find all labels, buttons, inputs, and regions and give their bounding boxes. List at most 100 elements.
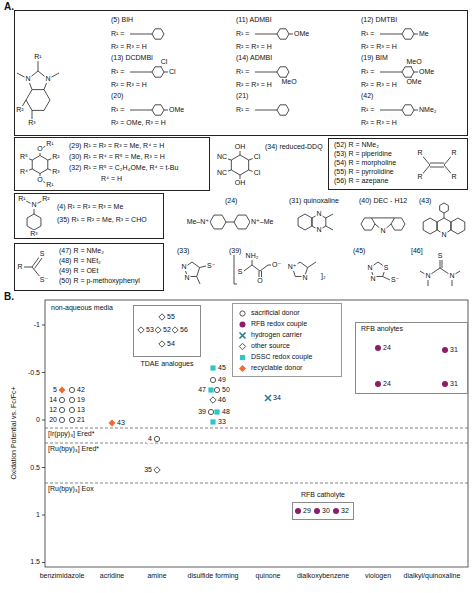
bond	[210, 215, 226, 229]
text-label: OH	[234, 143, 247, 151]
point-label: 20	[48, 416, 58, 424]
legend-swatch	[238, 320, 247, 329]
molecule-bonds	[17, 29, 465, 286]
bond	[430, 163, 444, 164]
point-label: 35	[143, 466, 153, 474]
data-marker	[59, 407, 64, 412]
node-text: R¹ =	[235, 106, 250, 114]
node-text: R⁴ = H	[100, 175, 123, 183]
text-label: -1	[33, 321, 41, 329]
node-text: (35) R¹ = R² = Me, R³ = CHO	[56, 216, 148, 224]
text-label: NC	[216, 153, 228, 161]
bond	[26, 90, 50, 111]
node-text: R¹	[45, 181, 54, 189]
text-label: viologen	[364, 572, 392, 580]
point-label: 12	[48, 406, 58, 414]
bond	[226, 222, 234, 223]
point-label: 21	[76, 416, 86, 424]
node-text: TDAE analogues	[140, 360, 195, 368]
node-text: S⁻	[39, 276, 49, 284]
point-label: 47	[197, 386, 207, 394]
bond	[152, 67, 164, 77]
text-label: non-aqueous media	[50, 304, 114, 312]
data-marker	[210, 377, 215, 382]
data-marker	[69, 407, 74, 412]
node-text: (50) R = p-methoxyphenyl	[58, 277, 141, 285]
bond	[35, 258, 43, 269]
text-label: Cl	[253, 169, 262, 177]
text-label: quinone	[255, 572, 282, 580]
bond	[402, 29, 414, 39]
text-label: N	[366, 264, 373, 272]
structure-box: R¹NR²R³(4) R¹ = R² = R³ = Me(35) R¹ = R²…	[14, 193, 164, 239]
point-label: 30	[321, 507, 331, 515]
bond	[444, 213, 445, 218]
bond	[380, 34, 402, 35]
bond	[244, 265, 268, 271]
text-label: Cl	[253, 153, 262, 161]
structure-box: NNR¹R²R³(5) BIHR¹ =R² = R³ = H(11) ADMBI…	[14, 10, 468, 136]
point-label: 33	[217, 418, 227, 426]
node-text: R¹ =	[235, 30, 250, 38]
bond	[231, 155, 248, 175]
bond	[152, 29, 164, 39]
data-marker	[59, 417, 64, 422]
node-text: (53) R = piperidine	[333, 150, 393, 158]
point-label: 55	[166, 313, 176, 321]
data-marker	[69, 417, 74, 422]
text-label: dialkyl/quinoxaline	[403, 572, 462, 580]
node-text: R⁴	[19, 168, 29, 176]
node-text: (14) ADMBI	[235, 54, 273, 62]
plot-axes	[42, 252, 468, 567]
node-text: RFB anolytes	[360, 325, 404, 333]
node-text: R³	[29, 230, 38, 238]
text-label: (40) DEC - H12	[358, 197, 408, 205]
point-label: 31	[449, 380, 459, 388]
node-text: R² = R³ = H	[235, 81, 273, 89]
text-label: S⁻	[390, 276, 400, 284]
legend-swatch	[238, 331, 247, 340]
text-label: (24)	[224, 197, 238, 205]
data-marker	[375, 345, 381, 351]
node-text: R² = R³ = H	[360, 119, 398, 127]
text-label: N	[440, 231, 447, 239]
bond	[361, 218, 375, 230]
data-marker	[208, 409, 213, 414]
bond	[27, 214, 41, 230]
node-text: R¹ =	[360, 106, 375, 114]
point-label: 45	[217, 364, 227, 372]
bond	[430, 167, 444, 168]
text-label: N	[315, 210, 322, 218]
data-marker	[314, 508, 320, 514]
node-text: R² = R³ = H	[110, 81, 148, 89]
region-box: 5553525654TDAE analogues	[133, 305, 201, 357]
node-text: (4) R¹ = R² = R³ = Me	[56, 203, 124, 211]
node-text: R³	[51, 168, 60, 176]
point-label: 19	[76, 396, 86, 404]
text-label: (31) quinoxaline	[288, 197, 340, 205]
data-marker	[442, 381, 448, 387]
legend-text: RFB redox couple	[250, 320, 308, 328]
node-text: R² = R³ = H	[235, 43, 273, 51]
node-text: R	[16, 263, 23, 271]
text-label: acridine	[99, 572, 126, 580]
text-label: N	[183, 274, 190, 282]
node-text: R¹	[33, 53, 42, 61]
bond	[380, 72, 402, 73]
bond	[383, 277, 390, 281]
node-text: Cl	[168, 68, 177, 76]
node-text: (42)	[360, 92, 374, 100]
text-label: N	[369, 275, 376, 283]
node-text: R² = OMe, R³ = H	[110, 119, 167, 127]
legend-swatch	[238, 364, 247, 373]
point-label: 53	[145, 326, 155, 334]
legend-text: recyclable donor	[250, 364, 303, 372]
point-label: 29	[302, 507, 312, 515]
node-text: R¹	[17, 195, 26, 203]
bond	[255, 72, 277, 73]
node-text: R²	[15, 106, 24, 114]
legend-text: hydrogen carrier	[250, 331, 303, 339]
bond	[277, 67, 289, 77]
bond	[440, 203, 449, 213]
node-text: R²	[41, 195, 50, 203]
